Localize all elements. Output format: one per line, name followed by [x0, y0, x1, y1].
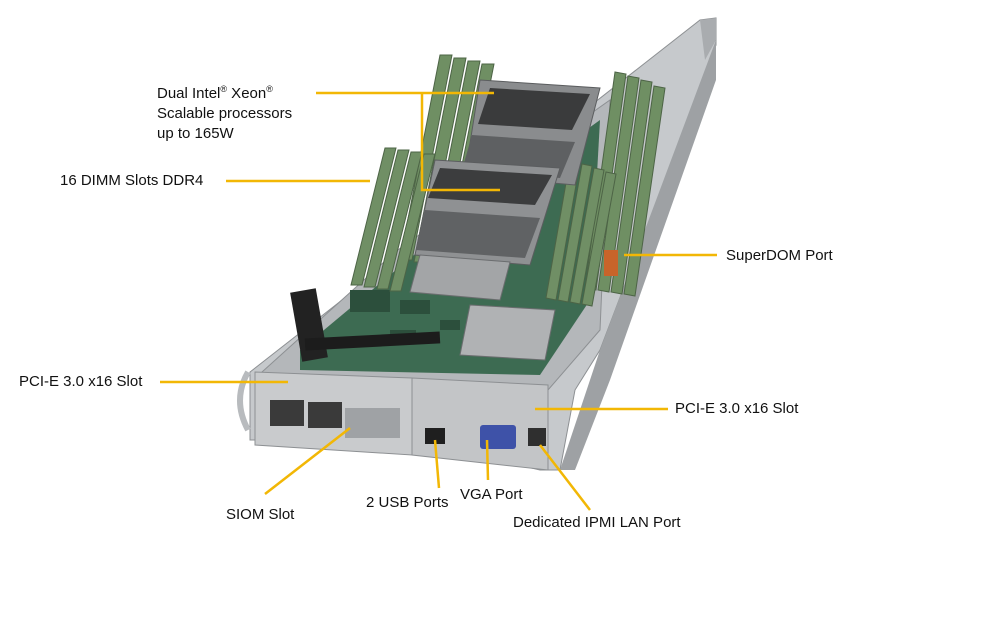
label-siom-slot: SIOM Slot — [226, 506, 295, 523]
label-processors-line3: up to 165W — [157, 125, 234, 142]
leader-line-siom — [264, 427, 351, 495]
label-usb-ports: 2 USB Ports — [366, 494, 449, 511]
label-ipmi-lan-port: Dedicated IPMI LAN Port — [513, 514, 681, 531]
rear-handle — [237, 370, 251, 432]
leader-line-usb — [433, 439, 441, 489]
pcie-riser-slot-right — [304, 331, 441, 351]
label-processors-line1: Dual Intel® Xeon® — [157, 84, 273, 102]
dimm-bank-right — [545, 71, 666, 307]
label-pcie-slot-right: PCI-E 3.0 x16 Slot — [675, 400, 799, 417]
leader-line-vga — [485, 439, 490, 481]
label-dimm-slots: 16 DIMM Slots DDR4 — [60, 172, 204, 189]
label-vga-port: VGA Port — [460, 486, 523, 503]
leader-line-processors-2 — [420, 93, 500, 192]
superdom-connector — [604, 250, 618, 276]
leader-lines — [160, 91, 717, 511]
label-processors-line2: Scalable processors — [157, 105, 293, 122]
cpu-heatsink-2 — [414, 159, 561, 266]
leader-line-ipmi — [539, 444, 591, 511]
rear-io-panel — [254, 371, 549, 471]
label-processors: Dual Intel® Xeon® Scalable processors up… — [157, 79, 292, 144]
label-pcie-slot-left: PCI-E 3.0 x16 Slot — [19, 373, 143, 390]
chipset-heatsink — [409, 254, 511, 301]
label-superdom-port: SuperDOM Port — [726, 247, 833, 264]
controller-heatsink — [459, 304, 556, 361]
